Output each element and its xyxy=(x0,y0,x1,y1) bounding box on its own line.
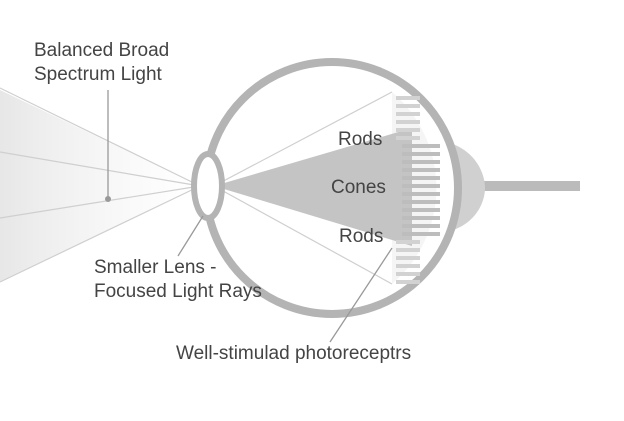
photoreceptors-label: Well-stimulad photoreceptrs xyxy=(176,343,412,364)
focused-ray xyxy=(213,185,393,285)
focused-light-cone xyxy=(214,128,412,246)
rods-bottom-label: Rods xyxy=(339,226,384,247)
cone-cell xyxy=(402,232,440,236)
lens-leader-line xyxy=(177,215,204,257)
focused-ray xyxy=(213,91,393,187)
cones-label: Cones xyxy=(331,177,386,198)
rod-cell xyxy=(396,264,420,268)
rod-cell xyxy=(396,256,420,260)
photoreceptor-leader-line xyxy=(329,247,393,343)
incoming-light-rays xyxy=(0,87,201,283)
cone-cell xyxy=(402,184,440,188)
cone-cell xyxy=(402,216,440,220)
lens-label: Smaller Lens - Focused Light Rays xyxy=(94,256,262,304)
rod-cell xyxy=(396,136,420,140)
light-label-line-2: Spectrum Light xyxy=(34,64,162,85)
light-label-line-1: Balanced Broad xyxy=(34,40,170,61)
cone-cell xyxy=(402,224,440,228)
incoming-ray xyxy=(0,185,201,219)
cone-cell xyxy=(402,160,440,164)
focused-light-rays xyxy=(213,91,393,285)
cone-cell xyxy=(402,168,440,172)
cone-cell xyxy=(402,200,440,204)
incoming-light-wedge xyxy=(0,90,200,282)
rod-cell xyxy=(396,96,420,100)
photoreceptor-strips xyxy=(396,96,440,284)
lens xyxy=(191,151,225,221)
rod-cell xyxy=(396,112,420,116)
lens-label-line-1: Smaller Lens - xyxy=(94,257,217,278)
rods-top-label: Rods xyxy=(338,129,383,150)
rod-cell xyxy=(396,104,420,108)
rod-cell xyxy=(396,280,420,284)
rod-cell xyxy=(396,248,420,252)
cone-cell xyxy=(402,144,440,148)
rod-cell xyxy=(396,128,420,132)
cone-cell xyxy=(402,176,440,180)
rod-cell xyxy=(396,240,420,244)
light-leader-dot xyxy=(105,196,111,202)
incoming-ray xyxy=(0,87,201,187)
light-label: Balanced Broad Spectrum Light xyxy=(34,39,169,87)
cone-cell xyxy=(402,208,440,212)
incoming-ray xyxy=(0,151,201,187)
lens-label-line-2: Focused Light Rays xyxy=(94,281,262,302)
cone-cell xyxy=(402,152,440,156)
optic-nerve xyxy=(470,181,580,191)
incoming-ray xyxy=(0,185,201,283)
cone-cell xyxy=(402,192,440,196)
leader-lines xyxy=(105,90,393,343)
rod-cell xyxy=(396,272,420,276)
rod-cell xyxy=(396,120,420,124)
